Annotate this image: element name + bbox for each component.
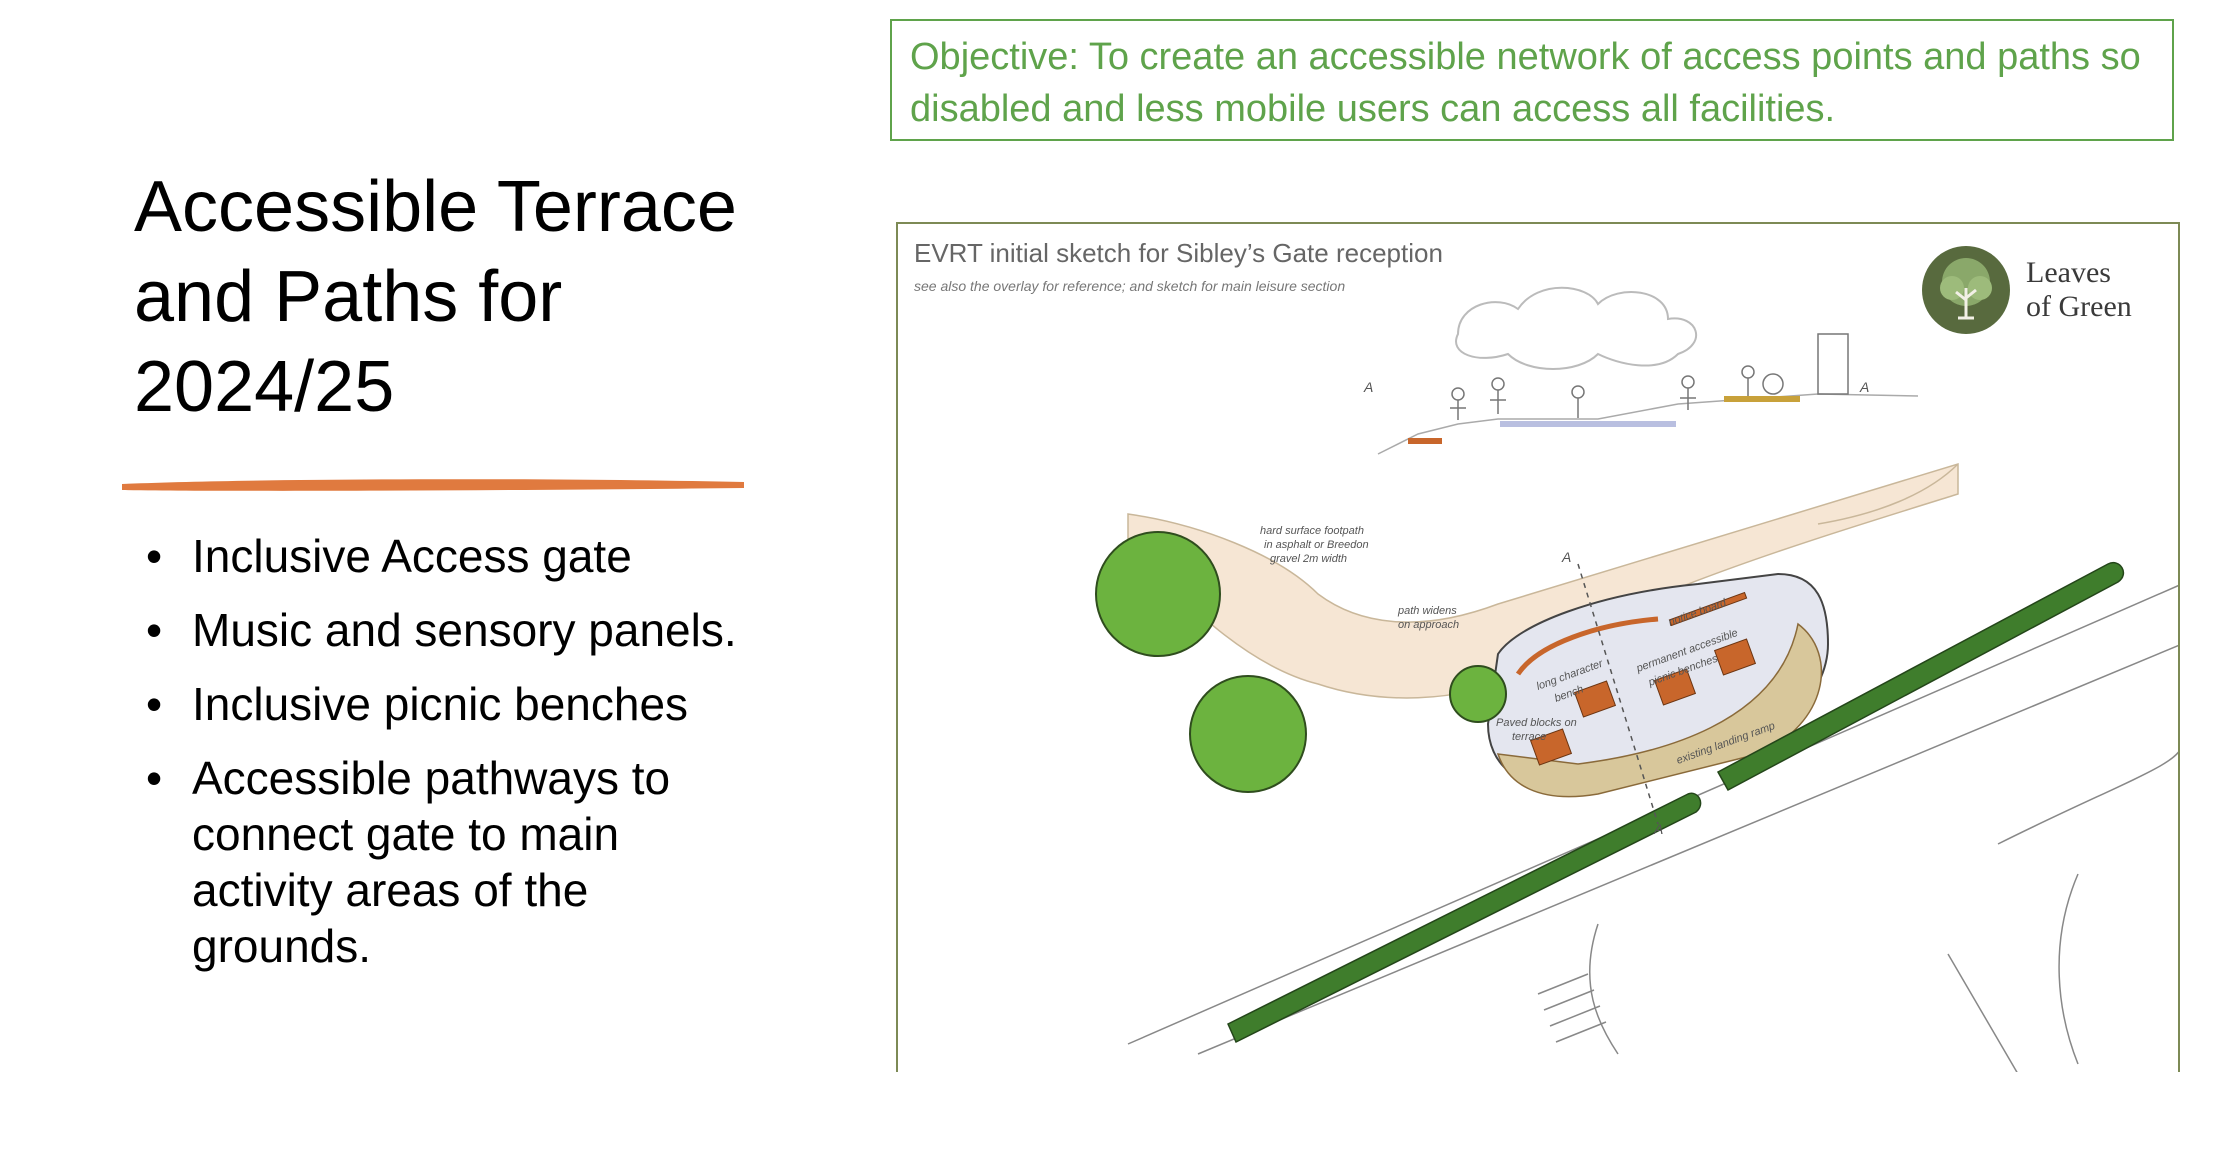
crossing-stripes: [1537, 973, 1607, 1043]
site-plan-drawing: A A: [1095, 286, 2178, 1072]
sketch-subtitle: see also the overlay for reference; and …: [914, 278, 1346, 294]
path-widens-note: path widens: [1397, 605, 1457, 617]
elevation-figures: [1450, 333, 1849, 420]
ramp: [1496, 622, 1823, 798]
section-label-a: A: [1561, 549, 1571, 565]
footpath-branch: [1817, 463, 1959, 525]
bullet-item: Inclusive Access gate: [146, 528, 766, 584]
logo-text-line: Leaves: [2026, 256, 2111, 289]
paved-note: Paved blocks on: [1496, 717, 1577, 729]
leaves-of-green-logo: Leaves of Green: [1920, 244, 2160, 344]
elevation-step-right: [1724, 396, 1800, 402]
tree: [1095, 531, 1507, 793]
bullet-item: Music and sensory panels.: [146, 602, 766, 658]
logo-text-line: of Green: [2026, 290, 2132, 323]
section-label-a: A: [1363, 379, 1373, 395]
footpath-note: in asphalt or Breedon: [1264, 539, 1369, 551]
bullet-item: Inclusive picnic benches: [146, 676, 766, 732]
bullet-item: Accessible pathways to connect gate to m…: [146, 750, 766, 974]
paved-note: terrace: [1512, 731, 1546, 743]
section-label-a: A: [1653, 821, 1663, 837]
sketch-title: EVRT initial sketch for Sibley’s Gate re…: [914, 238, 1443, 268]
title-underline: [122, 479, 744, 491]
tree-logo-icon: [1922, 246, 2010, 334]
picnic-benches: [1529, 591, 1757, 766]
objective-box: Objective: To create an accessible netwo…: [890, 19, 2174, 141]
elevation-ground: [1377, 393, 1919, 455]
cloud-sketch: [1455, 286, 1698, 370]
footpath-note: gravel 2m width: [1270, 553, 1347, 565]
slide-title: Accessible Terrace and Paths for 2024/25: [134, 167, 737, 427]
footpath-note: hard surface footpath: [1260, 525, 1364, 537]
section-label-a: A: [1859, 379, 1869, 395]
footpath: [1127, 462, 1959, 699]
elevation-step-left: [1408, 438, 1442, 444]
hedge: [1716, 561, 2125, 792]
hedge: [1227, 792, 1702, 1044]
site-sketch: A A: [896, 222, 2180, 1072]
bullet-list: Inclusive Access gate Music and sensory …: [146, 528, 766, 992]
path-widens-note: on approach: [1398, 619, 1459, 631]
terrace-edge: [1515, 616, 1659, 676]
elevation-terrace: [1500, 421, 1676, 427]
